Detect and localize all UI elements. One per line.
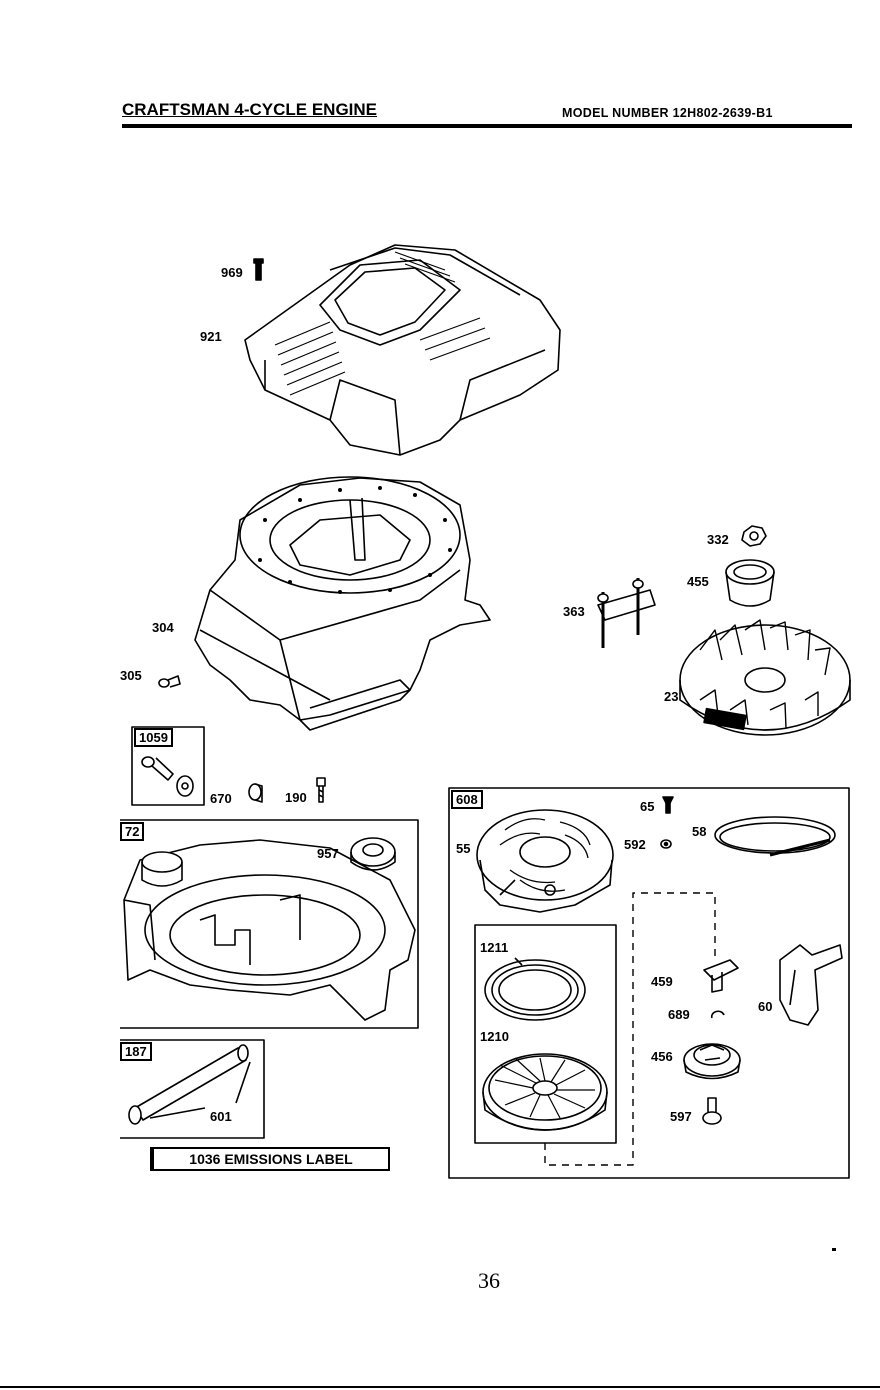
label-957: 957 — [317, 847, 339, 861]
part-459-pawl-drawing — [704, 960, 738, 992]
label-23: 23 — [664, 690, 678, 704]
label-969: 969 — [221, 266, 243, 280]
bottom-rule — [0, 1386, 880, 1388]
emissions-label-box: 1036 EMISSIONS LABEL — [150, 1147, 390, 1171]
part-689-clip-drawing — [712, 1011, 724, 1018]
label-55: 55 — [456, 842, 470, 856]
part-921-cover-drawing — [245, 245, 560, 455]
stray-mark — [832, 1248, 836, 1251]
part-456-retainer-drawing — [684, 1044, 740, 1079]
part-65-screw-drawing — [663, 797, 673, 813]
page-number: 36 — [478, 1268, 500, 1294]
label-459: 459 — [651, 975, 673, 989]
label-58: 58 — [692, 825, 706, 839]
label-1059: 1059 — [134, 728, 173, 747]
part-72-fuel-tank-drawing — [124, 840, 415, 1020]
label-689: 689 — [668, 1008, 690, 1022]
part-1210-pulley-drawing — [483, 1054, 607, 1130]
label-190: 190 — [285, 791, 307, 805]
label-304: 304 — [152, 621, 174, 635]
part-597-screw-drawing — [703, 1098, 721, 1124]
label-363: 363 — [563, 605, 585, 619]
label-1210: 1210 — [480, 1030, 509, 1044]
part-592-washer-drawing — [661, 840, 671, 848]
label-592: 592 — [624, 838, 646, 852]
part-670-spacer-drawing — [249, 784, 262, 802]
label-670: 670 — [210, 792, 232, 806]
part-55-starter-housing-drawing — [477, 810, 613, 912]
part-969-screw-drawing — [254, 259, 263, 280]
part-23-flywheel-drawing — [680, 620, 850, 735]
part-957-gas-cap-drawing — [351, 838, 395, 870]
label-1211: 1211 — [480, 941, 508, 955]
label-456: 456 — [651, 1050, 673, 1064]
label-455: 455 — [687, 575, 709, 589]
part-455-cup-drawing — [726, 560, 774, 606]
label-921: 921 — [200, 330, 222, 344]
label-608: 608 — [451, 790, 483, 809]
part-190-bolt-drawing — [317, 778, 325, 802]
part-58-rope-drawing — [715, 817, 835, 855]
label-72: 72 — [120, 822, 144, 841]
part-60-handle-drawing — [780, 945, 842, 1025]
label-305: 305 — [120, 669, 142, 683]
part-304-blower-housing-drawing — [195, 477, 490, 730]
part-363-bracket-drawing — [598, 578, 655, 648]
label-65: 65 — [640, 800, 654, 814]
label-187: 187 — [120, 1042, 152, 1061]
part-305-screw-drawing — [159, 676, 180, 687]
label-60: 60 — [758, 1000, 772, 1014]
part-1211-spring-drawing — [485, 958, 585, 1020]
label-597: 597 — [670, 1110, 692, 1124]
label-332: 332 — [707, 533, 729, 547]
part-332-nut-drawing — [742, 526, 766, 546]
label-601: 601 — [210, 1110, 232, 1124]
